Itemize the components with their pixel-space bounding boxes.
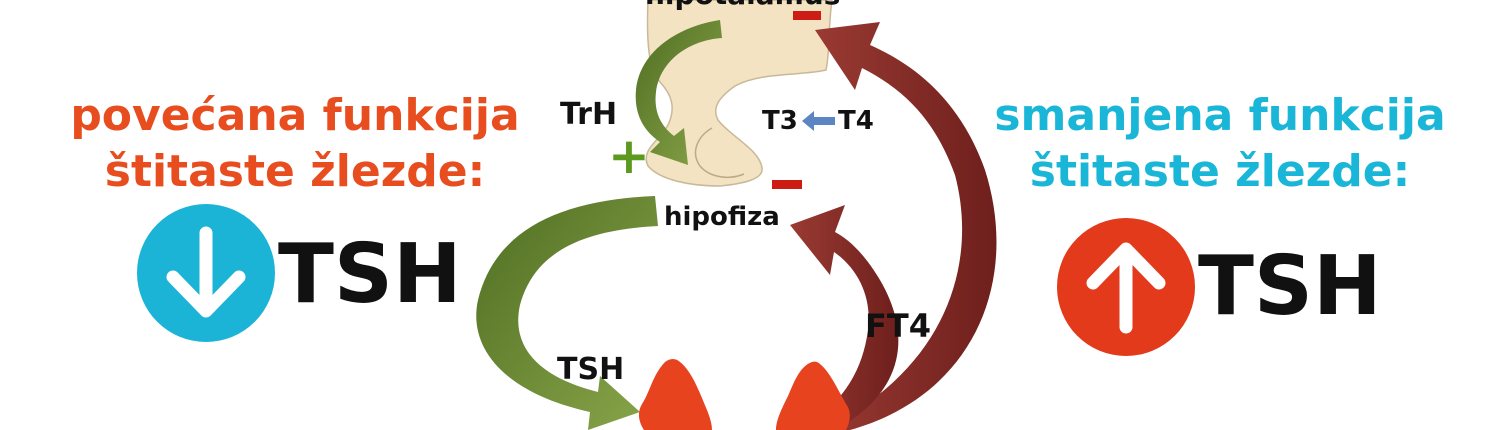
left-headline: povećana funkcija štitaste žlezde: — [70, 88, 520, 200]
plus-sign: + — [608, 127, 650, 185]
hypothalamus-label: hipotalamus — [645, 0, 840, 11]
tsh-arrow — [476, 196, 658, 430]
feedback-arrow-hypothalamus — [815, 22, 997, 430]
arrow-down-circle-icon — [137, 204, 275, 342]
trh-label: TrH — [560, 97, 618, 132]
arrow-up-circle-icon — [1057, 218, 1195, 356]
right-tsh-label: TSH — [1198, 239, 1382, 334]
right-headline-line2: štitaste žlezde: — [1029, 146, 1411, 197]
pituitary-label: hipofiza — [664, 202, 780, 232]
minus-sign-pituitary — [772, 180, 802, 189]
feedback-arrow-pituitary — [790, 205, 899, 430]
left-headline-line1: povećana funkcija — [70, 90, 520, 141]
tsh-diagram-label: TSH — [557, 352, 625, 387]
thyroid-left-lobe — [638, 359, 712, 430]
pituitary-outline — [694, 127, 745, 179]
arrow-up-icon — [1086, 242, 1166, 334]
trh-arrow — [635, 20, 722, 165]
conversion-from-label: T3 — [762, 106, 798, 136]
left-headline-line2: štitaste žlezde: — [104, 146, 486, 197]
thyroid-right-lobe — [776, 361, 850, 430]
hypothalamus-shape — [645, 0, 833, 187]
right-headline-line1: smanjena funkcija — [994, 90, 1446, 141]
right-headline: smanjena funkcija štitaste žlezde: — [985, 88, 1455, 200]
ft4-label: FT4 — [865, 307, 931, 345]
minus-sign-hypothalamus — [793, 11, 821, 20]
conversion-arrow-icon — [802, 111, 835, 131]
conversion-to-label: T4 — [838, 106, 874, 136]
arrow-down-icon — [166, 226, 246, 318]
left-tsh-label: TSH — [278, 227, 462, 322]
